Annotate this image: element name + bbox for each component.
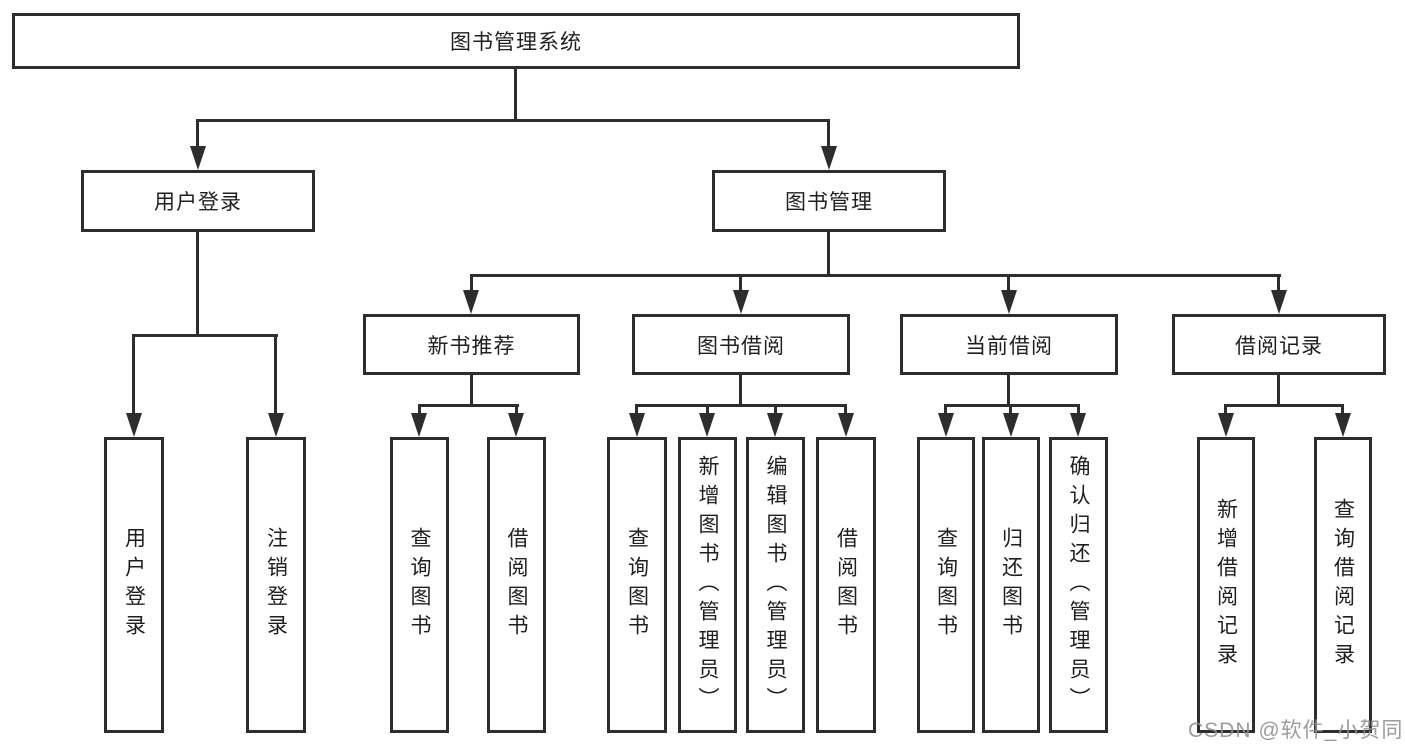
node-label: 图书借阅 xyxy=(697,334,785,358)
node-library-system: 图书管理系统 xyxy=(12,13,1020,69)
connector-line xyxy=(1009,404,1012,413)
leaf-borrow-books: 借阅图书 xyxy=(816,437,876,733)
arrow-down-icon xyxy=(699,413,715,437)
connector-line xyxy=(774,404,777,413)
arrow-down-icon xyxy=(1218,413,1234,437)
leaf-add-book-admin: 新增图书（管理员） xyxy=(678,437,737,733)
connector-line xyxy=(1007,274,1010,290)
connector-line xyxy=(635,404,638,413)
leaf-label: 归还图书 xyxy=(999,527,1023,643)
connector-line xyxy=(1007,375,1010,407)
leaf-user-login: 用户登录 xyxy=(104,437,164,733)
leaf-label: 注销登录 xyxy=(264,527,288,643)
leaf-return-book: 归还图书 xyxy=(982,437,1040,733)
node-label: 图书管理系统 xyxy=(450,31,582,54)
arrow-down-icon xyxy=(1271,290,1287,314)
arrow-down-icon xyxy=(838,413,854,437)
connector-line xyxy=(739,274,742,290)
connector-line xyxy=(470,274,1281,277)
node-borrowing-records: 借阅记录 xyxy=(1172,314,1386,375)
leaf-query-books-current: 查询图书 xyxy=(917,437,975,733)
arrow-down-icon xyxy=(126,413,142,437)
connector-line xyxy=(514,69,517,119)
csdn-watermark: CSDN @软件_小贺同学 xyxy=(1188,719,1405,742)
arrow-down-icon xyxy=(1335,413,1351,437)
connector-line xyxy=(196,232,199,337)
leaf-label: 新增借阅记录 xyxy=(1214,498,1238,672)
leaf-logout: 注销登录 xyxy=(246,437,306,733)
leaf-label: 查询图书 xyxy=(625,527,649,643)
connector-line xyxy=(844,404,847,413)
node-current-borrowing: 当前借阅 xyxy=(900,314,1118,375)
leaf-label: 借阅图书 xyxy=(505,527,528,643)
arrow-down-icon xyxy=(767,413,783,437)
leaf-label: 查询图书 xyxy=(934,527,958,643)
node-label: 新书推荐 xyxy=(427,334,516,358)
leaf-label: 用户登录 xyxy=(122,527,146,643)
node-label: 图书管理 xyxy=(785,191,873,214)
arrow-down-icon xyxy=(938,413,954,437)
connector-line xyxy=(274,334,277,413)
connector-line xyxy=(470,375,473,407)
arrow-down-icon xyxy=(1001,290,1017,314)
connector-line xyxy=(827,119,830,146)
node-user-login: 用户登录 xyxy=(81,170,315,232)
node-label: 当前借阅 xyxy=(965,334,1053,358)
connector-line xyxy=(739,375,742,407)
connector-line xyxy=(944,404,947,413)
connector-line xyxy=(418,404,421,413)
connector-line xyxy=(1277,274,1280,290)
leaf-borrow-books-recommend: 借阅图书 xyxy=(487,437,546,733)
connector-line xyxy=(196,119,199,146)
leaf-label: 确认归还（管理员） xyxy=(1067,454,1090,716)
connector-line xyxy=(418,404,519,407)
leaf-query-borrow-record: 查询借阅记录 xyxy=(1314,437,1372,733)
connector-line xyxy=(132,334,278,337)
connector-line xyxy=(1277,375,1280,407)
leaf-confirm-return-admin: 确认归还（管理员） xyxy=(1049,437,1108,733)
connector-line xyxy=(635,404,847,407)
node-book-management: 图书管理 xyxy=(712,170,946,232)
connector-line xyxy=(196,119,830,122)
leaf-label: 编辑图书（管理员） xyxy=(764,454,787,716)
connector-line xyxy=(1224,404,1227,413)
arrow-down-icon xyxy=(508,413,524,437)
connector-line xyxy=(1341,404,1344,413)
leaf-label: 借阅图书 xyxy=(834,527,858,643)
leaf-label: 新增图书（管理员） xyxy=(696,454,719,716)
leaf-label: 查询借阅记录 xyxy=(1331,498,1355,672)
leaf-edit-book-admin: 编辑图书（管理员） xyxy=(746,437,805,733)
arrow-down-icon xyxy=(463,290,479,314)
arrow-down-icon xyxy=(1070,413,1086,437)
node-label: 用户登录 xyxy=(154,191,242,214)
connector-line xyxy=(1224,404,1344,407)
node-book-borrowing: 图书借阅 xyxy=(632,314,850,375)
connector-line xyxy=(706,404,709,413)
arrow-down-icon xyxy=(733,290,749,314)
arrow-down-icon xyxy=(821,146,837,170)
leaf-query-books-recommend: 查询图书 xyxy=(390,437,449,733)
connector-line xyxy=(515,404,518,413)
arrow-down-icon xyxy=(190,146,206,170)
node-label: 借阅记录 xyxy=(1235,334,1323,358)
connector-line xyxy=(1077,404,1080,413)
connector-line xyxy=(132,334,135,413)
connector-line xyxy=(470,274,473,290)
connector-line xyxy=(827,232,830,277)
node-new-book-recommendation: 新书推荐 xyxy=(363,314,580,375)
arrow-down-icon xyxy=(1003,413,1019,437)
arrow-down-icon xyxy=(411,413,427,437)
arrow-down-icon xyxy=(268,413,284,437)
connector-line xyxy=(944,404,1080,407)
arrow-down-icon xyxy=(629,413,645,437)
leaf-query-books-borrowing: 查询图书 xyxy=(607,437,667,733)
leaf-add-borrow-record: 新增借阅记录 xyxy=(1197,437,1255,733)
leaf-label: 查询图书 xyxy=(408,527,431,643)
